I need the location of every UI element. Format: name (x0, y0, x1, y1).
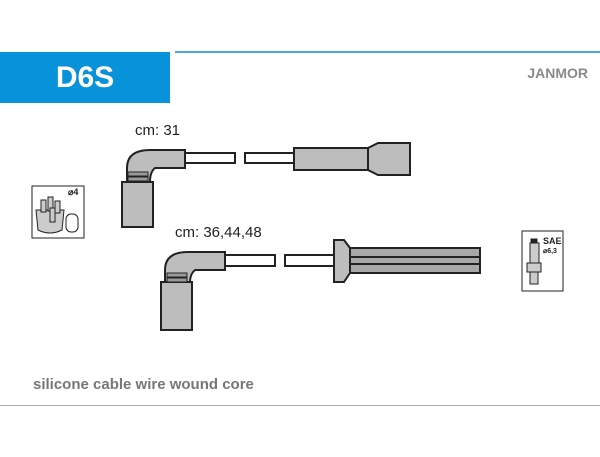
cable-2-plug-boot (349, 247, 481, 274)
cable-1 (121, 142, 411, 228)
footer-divider (0, 405, 600, 406)
spark-plug-icon (521, 230, 564, 292)
spark-plug-diameter: ⌀6,3 (543, 248, 557, 255)
cable-description: silicone cable wire wound core (33, 376, 254, 393)
cable-2-flange (333, 239, 351, 283)
cable-2-boot-body (160, 281, 193, 331)
cable-1-connector (293, 147, 369, 171)
brand-label: JANMOR (527, 65, 588, 81)
cable-2 (160, 239, 481, 331)
cable-1-wire (184, 152, 236, 164)
cable-2-length: cm: 36,44,48 (175, 224, 262, 241)
spark-plug-type: SAE (543, 236, 562, 246)
distributor-cap-icon (31, 185, 85, 239)
product-code-badge: D6S (0, 52, 170, 103)
distributor-diameter: ⌀4 (68, 187, 78, 197)
cable-2-wire (224, 254, 276, 267)
header-divider (175, 51, 600, 53)
cable-1-length: cm: 31 (135, 122, 181, 139)
cable-1-boot-body (121, 181, 154, 228)
